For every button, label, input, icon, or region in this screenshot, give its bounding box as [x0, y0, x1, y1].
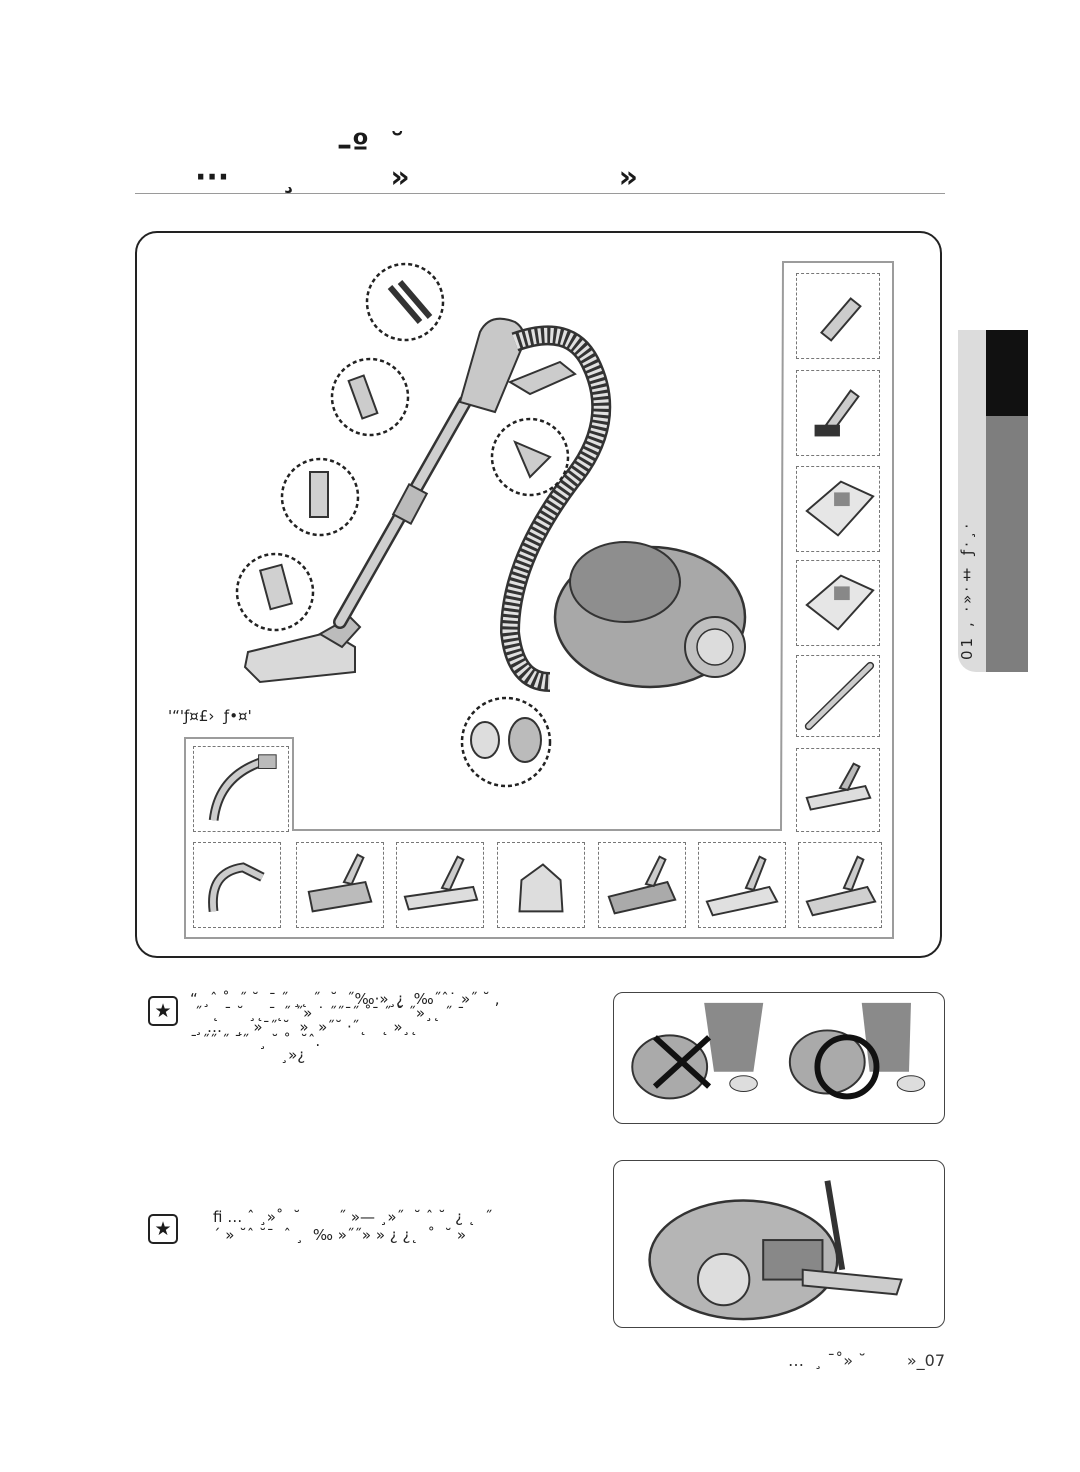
page-title-line-2: ··· ¸ » »: [195, 160, 639, 195]
page-footer: … ¸ ¯˚» ˘ »_07: [788, 1351, 945, 1370]
diagram-caption: '“'ƒ¤£› ƒ•¤': [168, 707, 252, 725]
accessory-nozzle-3: [396, 842, 484, 928]
accessory-nozzle-2: [296, 842, 384, 928]
note-1-line-4: ¯ ˝˝ ˝ ¯˝ ¸ ˘ ˚ ˘ˆ.: [190, 1032, 321, 1050]
note-2-line-1: ﬁ … ˆ ¸»˚ ˘ ˝ »— ¸»˝ ˘ ˆ ˘ ¿ ˛ ˝: [213, 1208, 493, 1226]
accessory-crevice-tool: [796, 273, 880, 359]
note-1-line-5: ¸»¿: [190, 1046, 306, 1064]
note-1-line-1: “ ¸ˆ ˚ ˝ ˘ ¯ ˝ ¸˛ ˝ ˘ ˝‰·»¸¿ ‰˝ˆ˙ »˝ ˘ ,: [190, 990, 500, 1008]
accessory-nozzle-5: [598, 842, 686, 928]
note-1-line-3: ¸ … ˛ »¯˝ ˘ » »˝˘ ·˝˛ ˛ »¸˛: [190, 1018, 418, 1036]
accessory-panel-outline: [184, 261, 894, 939]
chapter-tab-marker: [986, 330, 1028, 416]
accessory-dusting-brush: [796, 370, 880, 456]
header-divider: [135, 193, 945, 194]
accessory-telescopic-pipe: [796, 655, 880, 737]
vacuum-assembly-illustration: [235, 262, 747, 788]
accessory-bag-pack-2: [796, 560, 880, 646]
note-1-illustration: [613, 992, 945, 1124]
note-star-icon: ★: [148, 1214, 178, 1244]
chapter-tab-label: 01 ‚ ·»·‡ ƒ·¸·: [958, 520, 976, 660]
accessory-floor-brush-1: [796, 748, 880, 832]
chapter-tab-band: [986, 416, 1028, 672]
accessory-nozzle-6: [698, 842, 786, 928]
note-star-icon: ★: [148, 996, 178, 1026]
note-2-line-2: ´ » ˘ˆ ˘¯ ˆ ¸ ‰ »˝˝» » ¿ ¿˛ ˚ ˘ »: [213, 1226, 466, 1244]
accessory-nozzle-7: [798, 842, 882, 928]
note-2-illustration: [613, 1160, 945, 1328]
accessory-bag-pack-1: [796, 466, 880, 552]
note-1-line-2: ˝ ˛ ¯ ˘ ¸˛ ¯˛˝ ˝» ˙ ˝˝¯˝ ˚¯ ˝ ˘ ˝»¸˛ ˝ ¯: [190, 1004, 465, 1022]
accessory-hose-handle-1: [193, 746, 289, 832]
assembly-diagram-frame: [135, 231, 942, 958]
accessory-nozzle-4: [497, 842, 585, 928]
accessory-hose-handle-2: [193, 842, 281, 928]
page-title-line-1: –º ˘: [337, 128, 405, 163]
